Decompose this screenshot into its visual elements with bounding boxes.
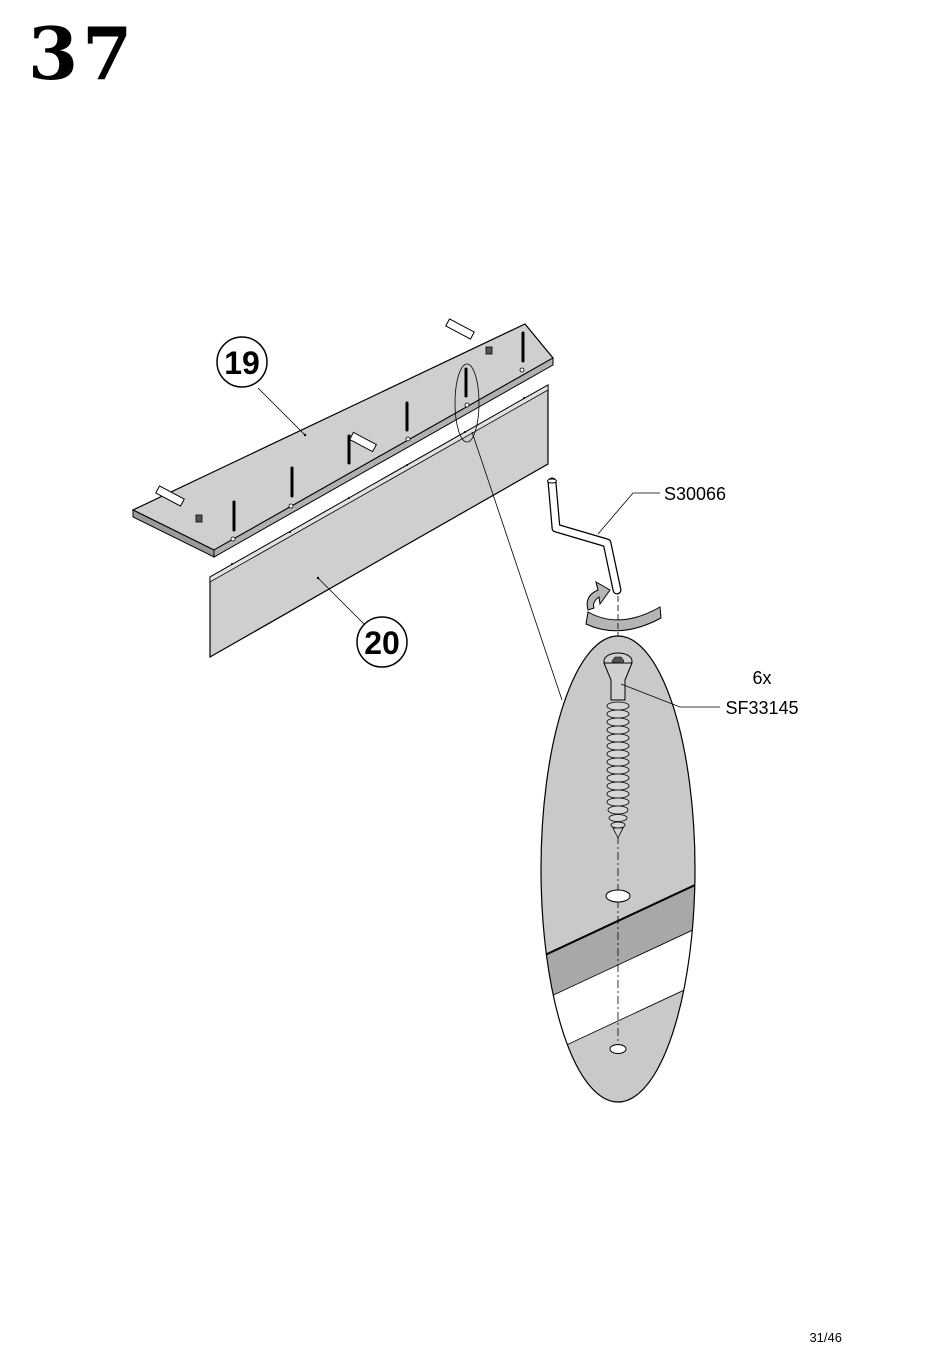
rotation-arrow-icon <box>586 582 661 631</box>
screw-quantity-label: 6x <box>752 668 771 688</box>
allen-key-icon <box>548 479 618 590</box>
part-19-callout: 19 <box>217 337 305 435</box>
part-20-label: 20 <box>364 625 400 661</box>
tool-code-label: S30066 <box>664 484 726 504</box>
part-20-callout: 20 <box>318 578 407 667</box>
part-19-label: 19 <box>224 345 260 381</box>
allen-key-callout: S30066 <box>598 484 726 534</box>
screw-code-label: SF33145 <box>725 698 798 718</box>
page-number: 31/46 <box>809 1330 842 1345</box>
